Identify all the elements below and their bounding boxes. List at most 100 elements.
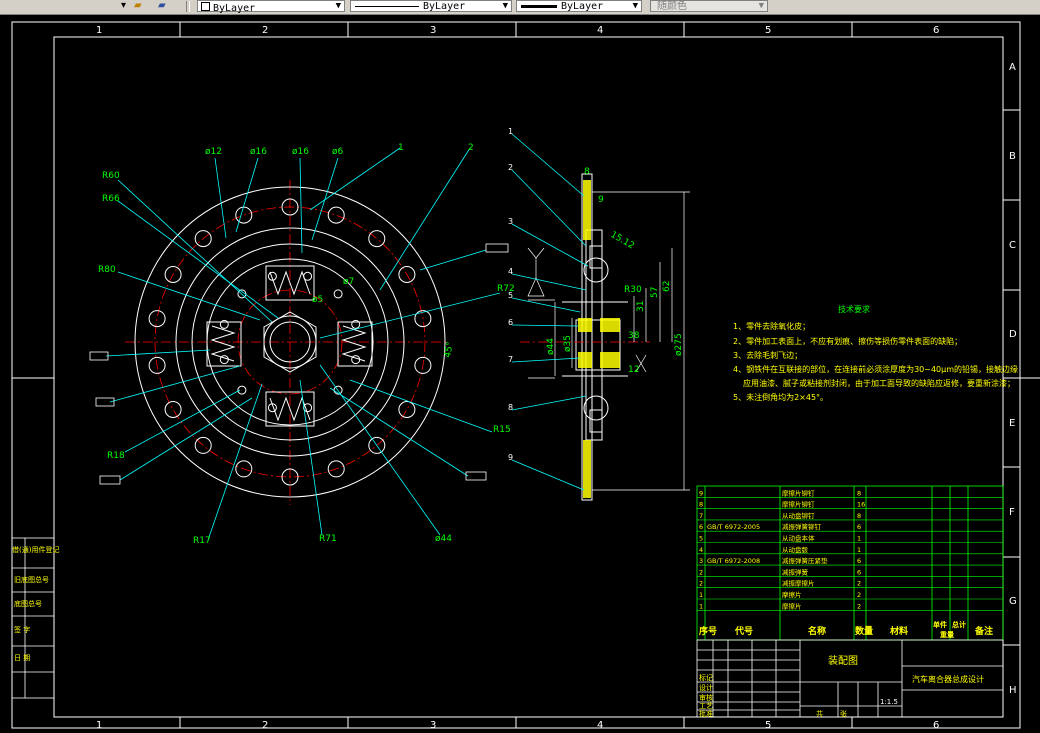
zone-row-label: H [1009,685,1017,696]
title-block: 标记 设计 审核 工艺 批准 装配图 汽车离合器总成设计 1:1.5 共 张 [696,639,1004,718]
chevron-down-icon: ▼ [335,1,341,11]
rivet-hole [368,436,386,454]
zone-row-label: C [1009,240,1016,251]
notes-title: 技术要求 [838,304,870,314]
lineweight-preview-icon [521,4,557,8]
bom-cell-no: 2 [699,580,703,588]
bom-cell-no: 2 [699,568,703,576]
bom-cell-name: 减振摩擦片 [782,579,815,588]
lineweight-select[interactable]: ByLayer ▼ [516,0,642,12]
bom-cell-qty: 2 [857,580,861,588]
linetype-select[interactable]: ByLayer ▼ [350,0,512,12]
balloon-label: 9 [508,453,513,462]
bom-cell-qty: 6 [857,568,861,576]
zone-col-label: 6 [933,720,939,731]
rivet-hole [194,436,212,454]
bom-cell-name: 从动盘毂 [782,545,809,554]
small-hole [267,271,277,281]
rivet-hole [164,401,182,418]
datum-boxes [89,243,509,485]
drawing-frame [11,21,1040,729]
dim-label: 15.12 [609,230,636,252]
strip-label: 日 期 [14,654,30,662]
section-outline [562,173,628,501]
balloon-label: 8 [508,403,513,412]
bom-cell-code: GB/T 6972-2005 [707,523,760,531]
bom-cell-no: 8 [699,501,703,509]
layer-state-icon[interactable]: ▰ [134,0,142,11]
rivet-hole [398,266,416,283]
bom-cell-no: 5 [699,535,703,543]
bom-cell-name: 减振弹簧压紧垫 [782,556,828,565]
rivet-hole [164,266,182,283]
tb-row-label: 设计 [699,683,713,692]
rivet-hole [148,310,166,328]
dim-label: 57 [650,287,660,298]
bom-cell-name: 摩擦片 [782,590,802,599]
zone-row-label: G [1009,596,1017,607]
balloon-label: 5 [508,291,513,300]
plotstyle-select[interactable]: 随颜色 ▼ [650,0,768,12]
dim-label: R30 [624,285,642,295]
bom-cell-qty: 16 [857,501,865,509]
front-view-labels: ø12 ø16 ø16 ø6 1 2 R60 R66 R80 R72 R15 R… [98,143,515,546]
linetype-select-value: ByLayer [423,1,466,12]
dim-label: R15 [493,425,511,435]
plotstyle-select-value: 随颜色 [657,1,687,12]
rivet-hole [398,401,416,418]
dim-label: 9 [598,195,604,205]
tb-scale: 1:1.5 [880,698,898,706]
bom-cell-qty: 1 [857,535,861,543]
toolbar: ▾ ▰ ▰ ByLayer ▼ ByLayer ▼ ByLayer ▼ 随颜色 … [0,0,1040,15]
lineweight-select-value: ByLayer [561,1,604,12]
bom-header-code: 代号 [734,625,753,637]
dim-label: R72 [497,284,515,294]
rivet-hole [235,206,253,224]
front-view[interactable]: ø12 ø16 ø16 ø6 1 2 R60 R66 R80 R72 R15 R… [89,143,515,546]
zone-row-label: A [1009,62,1016,73]
bom-cell-qty: 8 [857,489,861,497]
outer-rivet-holes [148,198,432,486]
zone-row-label: B [1009,151,1016,162]
dim-label: R18 [107,451,125,461]
drawing-canvas[interactable]: 1 2 3 4 5 6 1 2 3 4 5 6 A B C D E F G H … [0,14,1040,733]
bom-cell-no: 3 [699,557,703,565]
color-select-value: ByLayer [213,3,256,14]
bom-cell-no: 4 [699,546,703,554]
bom-cell-no: 1 [699,591,703,599]
bom-header-name: 名称 [808,625,826,637]
bom-cell-name: 减振弹簧 [782,567,809,576]
bom-cell-no: 6 [699,523,703,531]
notes-line: 5、未注倒角均为2×45°。 [733,392,828,402]
tb-project-name: 汽车离合器总成设计 [912,674,984,684]
chevron-down-icon: ▼ [632,1,638,11]
color-select[interactable]: ByLayer ▼ [197,0,345,14]
dim-label: ø16 [292,147,309,157]
strip-label: 底图总号 [14,599,42,608]
section-view[interactable]: 1 2 3 4 5 6 7 8 9 ø275 ø44 ø35 R30 57 62… [508,127,690,501]
bom-cell-no: 9 [699,489,703,497]
small-hole [219,319,229,329]
dim-label: 8 [584,167,590,177]
dim-label: 31 [636,301,646,312]
bom-cell-qty: 2 [857,602,861,610]
bom-cell-name: 从动盘本体 [782,534,815,543]
strip-label: 签 字 [14,625,30,634]
small-hole [333,385,343,395]
dim-label: R66 [102,194,120,204]
dropdown-arrow-icon[interactable]: ▾ [121,0,127,11]
dim-label: ø275 [674,333,684,356]
tb-row-label: 批准 [699,709,713,718]
chevron-down-icon: ▼ [502,1,508,11]
strip-label: 借(通)用件登记 [12,545,59,554]
dim-label: ø5 [312,295,323,305]
zone-col-label: 2 [262,720,268,731]
section-dimension-lines [527,191,690,491]
zone-col-label: 4 [597,25,603,36]
bom-cell-no: 1 [699,602,703,610]
balloon-label: 4 [508,267,513,276]
layer-previous-icon[interactable]: ▰ [158,0,166,11]
technical-requirements: 技术要求 1、零件去除氧化皮； 2、零件加工表面上，不应有划痕、擦伤等损伤零件表… [733,304,1018,402]
section-balloons: 1 2 3 4 5 6 7 8 9 [508,127,513,462]
